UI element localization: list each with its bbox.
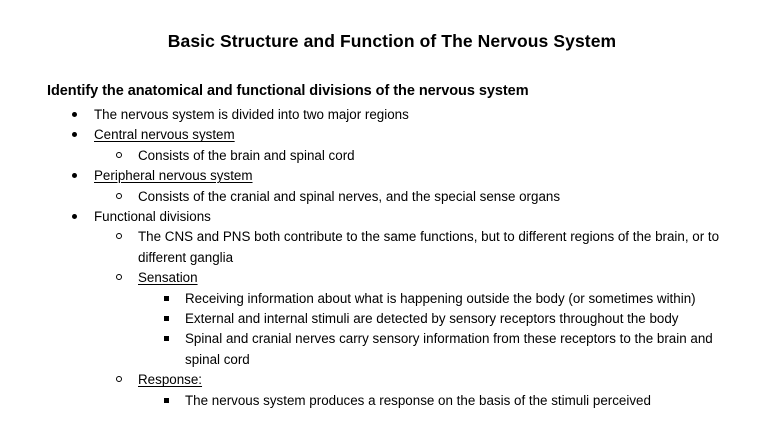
outline-level-1: The nervous system is divided into two m… <box>0 105 784 411</box>
list-item-text: Spinal and cranial nerves carry sensory … <box>185 331 713 367</box>
outline-level-2: The CNS and PNS both contribute to the s… <box>94 227 745 411</box>
circle-bullet-icon <box>116 146 128 166</box>
square-bullet-icon <box>164 329 176 349</box>
outline-level-3: The nervous system produces a response o… <box>138 391 745 411</box>
list-item: Response: The nervous system produces a … <box>94 370 745 411</box>
outline-content: The nervous system is divided into two m… <box>0 105 784 411</box>
list-item-text: Receiving information about what is happ… <box>185 290 696 306</box>
list-item: Consists of the cranial and spinal nerve… <box>94 187 745 207</box>
outline-level-3: Receiving information about what is happ… <box>138 289 745 371</box>
list-item-text: Consists of the brain and spinal cord <box>138 147 355 163</box>
disc-bullet-icon <box>72 207 84 227</box>
outline-level-2: Consists of the cranial and spinal nerve… <box>94 187 745 207</box>
list-item: External and internal stimuli are detect… <box>138 309 745 329</box>
list-item-text: The CNS and PNS both contribute to the s… <box>138 229 720 265</box>
list-item: Central nervous system Consists of the b… <box>0 125 784 166</box>
list-item-text: Peripheral nervous system <box>94 168 253 184</box>
list-item-text: Functional divisions <box>94 209 211 225</box>
list-item: The CNS and PNS both contribute to the s… <box>94 227 745 268</box>
disc-bullet-icon <box>72 105 84 125</box>
list-item: Consists of the brain and spinal cord <box>94 146 745 166</box>
outline-level-2: Consists of the brain and spinal cord <box>94 146 745 166</box>
circle-bullet-icon <box>116 227 128 247</box>
list-item: Spinal and cranial nerves carry sensory … <box>138 329 745 370</box>
square-bullet-icon <box>164 289 176 309</box>
list-item-text: Consists of the cranial and spinal nerve… <box>138 188 561 204</box>
list-item-text: External and internal stimuli are detect… <box>185 311 679 327</box>
square-bullet-icon <box>164 391 176 411</box>
list-item: Peripheral nervous system Consists of th… <box>0 166 784 207</box>
page-title: Basic Structure and Function of The Nerv… <box>167 31 617 51</box>
circle-bullet-icon <box>116 268 128 288</box>
list-item: Receiving information about what is happ… <box>138 289 745 309</box>
disc-bullet-icon <box>72 125 84 145</box>
list-item: The nervous system produces a response o… <box>138 391 745 411</box>
disc-bullet-icon <box>72 166 84 186</box>
list-item-text: The nervous system produces a response o… <box>185 392 651 408</box>
circle-bullet-icon <box>116 187 128 207</box>
square-bullet-icon <box>164 309 176 329</box>
list-item: Functional divisions The CNS and PNS bot… <box>0 207 784 411</box>
circle-bullet-icon <box>116 370 128 390</box>
list-item-text: Central nervous system <box>94 127 235 143</box>
list-item-text: The nervous system is divided into two m… <box>94 107 409 122</box>
list-item-text: Sensation <box>138 270 198 286</box>
list-item: The nervous system is divided into two m… <box>0 105 784 125</box>
list-item-text: Response: <box>138 372 203 388</box>
list-item: Sensation Receiving information about wh… <box>94 268 745 370</box>
section-heading: Identify the anatomical and functional d… <box>47 83 529 99</box>
